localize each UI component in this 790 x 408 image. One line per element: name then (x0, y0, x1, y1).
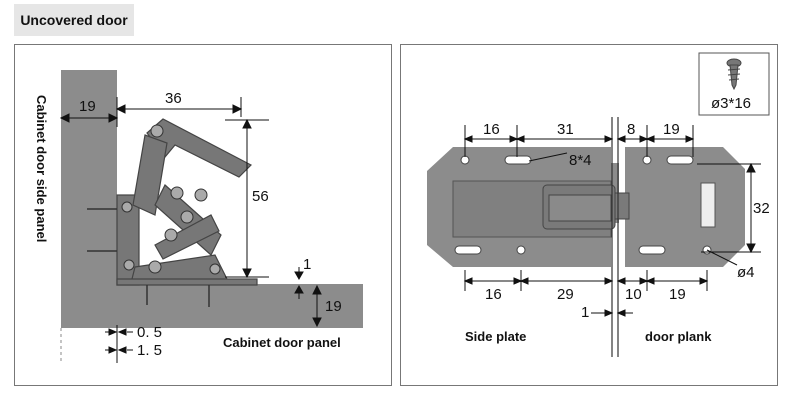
hinge-pivots (121, 124, 221, 275)
bottom-dim-2: 29 (557, 286, 574, 303)
door-panel-label: Cabinet door panel (223, 335, 341, 350)
diagram-title: Uncovered door (14, 4, 134, 36)
gap-label: 1 (581, 304, 589, 321)
hinge-side-view-panel: 19 36 56 1 19 0. 5 1. 5 Cabinet door sid… (14, 44, 392, 386)
cabinet-door-panel (117, 284, 363, 328)
hinge-mechanism (116, 118, 258, 286)
dim-offset-b: 1. 5 (137, 342, 162, 359)
door-plank (625, 147, 745, 267)
cabinet-side-panel (61, 70, 117, 328)
side-plate-label: Side plate (465, 329, 526, 344)
height-dim: 32 (753, 200, 770, 217)
dim-door-thickness: 19 (325, 298, 342, 315)
side-panel-label: Cabinet door side panel (34, 95, 49, 242)
dim-panel-width: 19 (79, 98, 96, 115)
bottom-dim-3: 10 (625, 286, 642, 303)
top-dim-4: 19 (663, 121, 680, 138)
bottom-dim-1: 16 (485, 286, 502, 303)
dim-offset-a: 0. 5 (137, 324, 162, 341)
top-dim-1: 16 (483, 121, 500, 138)
bottom-dim-4: 19 (669, 286, 686, 303)
screw-size-label: ø3*16 (711, 95, 751, 112)
hinge-top-view-panel: ø3*16 (400, 44, 778, 386)
top-dim-3: 8 (627, 121, 635, 138)
screws (87, 208, 210, 307)
dim-hinge-height: 56 (252, 188, 269, 205)
hole-size-label: ø4 (737, 264, 755, 281)
screw-icon (726, 58, 742, 91)
door-plank-label: door plank (645, 329, 712, 344)
dim-gap: 1 (303, 256, 311, 273)
mount-holes (454, 155, 712, 255)
top-dim-2: 31 (557, 121, 574, 138)
dim-hinge-width: 36 (165, 90, 182, 107)
slot-size-label: 8*4 (569, 152, 592, 169)
